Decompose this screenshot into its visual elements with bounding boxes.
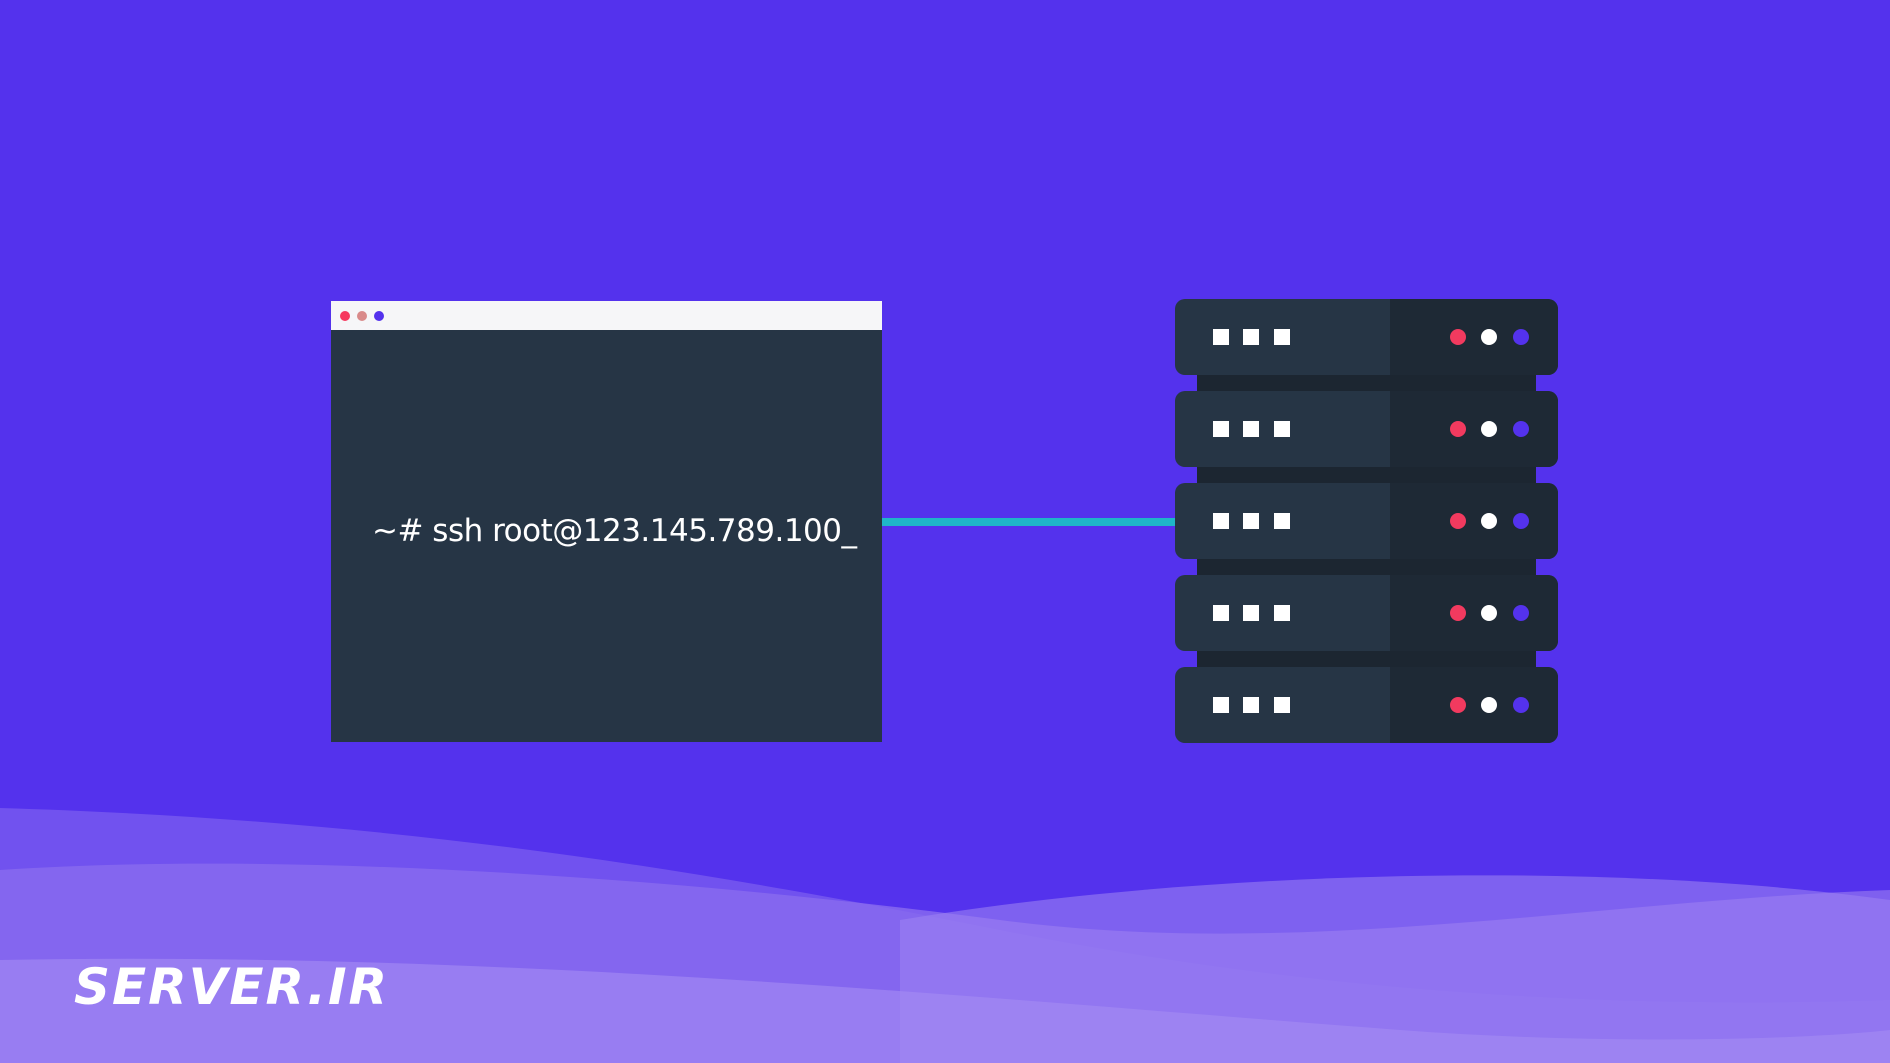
status-led-icon [1450, 605, 1466, 621]
drive-bay-icon [1243, 513, 1259, 529]
server-rack-icon [1175, 299, 1558, 744]
server-unit-panel [1390, 299, 1558, 375]
status-led-icon [1481, 421, 1497, 437]
close-dot-icon [340, 311, 350, 321]
minimize-dot-icon [357, 311, 367, 321]
maximize-dot-icon [374, 311, 384, 321]
status-led-icon [1481, 697, 1497, 713]
server-unit [1175, 667, 1558, 743]
drive-bay-icon [1213, 605, 1229, 621]
drive-bay-icon [1274, 329, 1290, 345]
server-unit-panel [1390, 391, 1558, 467]
terminal-window: ~# ssh root@123.145.789.100_ [331, 301, 882, 742]
status-led-icon [1513, 697, 1529, 713]
drive-bay-icon [1243, 697, 1259, 713]
server-unit [1175, 391, 1558, 467]
drive-bay-icon [1243, 421, 1259, 437]
drive-bay-icon [1274, 605, 1290, 621]
drive-bay-icon [1274, 421, 1290, 437]
status-led-icon [1513, 421, 1529, 437]
status-led-icon [1481, 605, 1497, 621]
status-led-icon [1513, 513, 1529, 529]
drive-bay-icon [1274, 697, 1290, 713]
terminal-command: ~# ssh root@123.145.789.100_ [372, 513, 857, 549]
server-unit [1175, 299, 1558, 375]
status-led-icon [1513, 605, 1529, 621]
terminal-title-bar [331, 301, 882, 330]
server-unit [1175, 575, 1558, 651]
connection-line [882, 518, 1177, 526]
status-led-icon [1450, 513, 1466, 529]
server-ir-logo: SERVER.IR [74, 958, 390, 1016]
drive-bay-icon [1213, 513, 1229, 529]
server-unit-panel [1390, 667, 1558, 743]
server-unit [1175, 483, 1558, 559]
drive-bay-icon [1274, 513, 1290, 529]
status-led-icon [1450, 421, 1466, 437]
drive-bay-icon [1213, 421, 1229, 437]
status-led-icon [1481, 329, 1497, 345]
server-unit-panel [1390, 483, 1558, 559]
status-led-icon [1450, 329, 1466, 345]
status-led-icon [1481, 513, 1497, 529]
drive-bay-icon [1213, 697, 1229, 713]
drive-bay-icon [1213, 329, 1229, 345]
drive-bay-icon [1243, 605, 1259, 621]
drive-bay-icon [1243, 329, 1259, 345]
status-led-icon [1450, 697, 1466, 713]
status-led-icon [1513, 329, 1529, 345]
server-unit-panel [1390, 575, 1558, 651]
